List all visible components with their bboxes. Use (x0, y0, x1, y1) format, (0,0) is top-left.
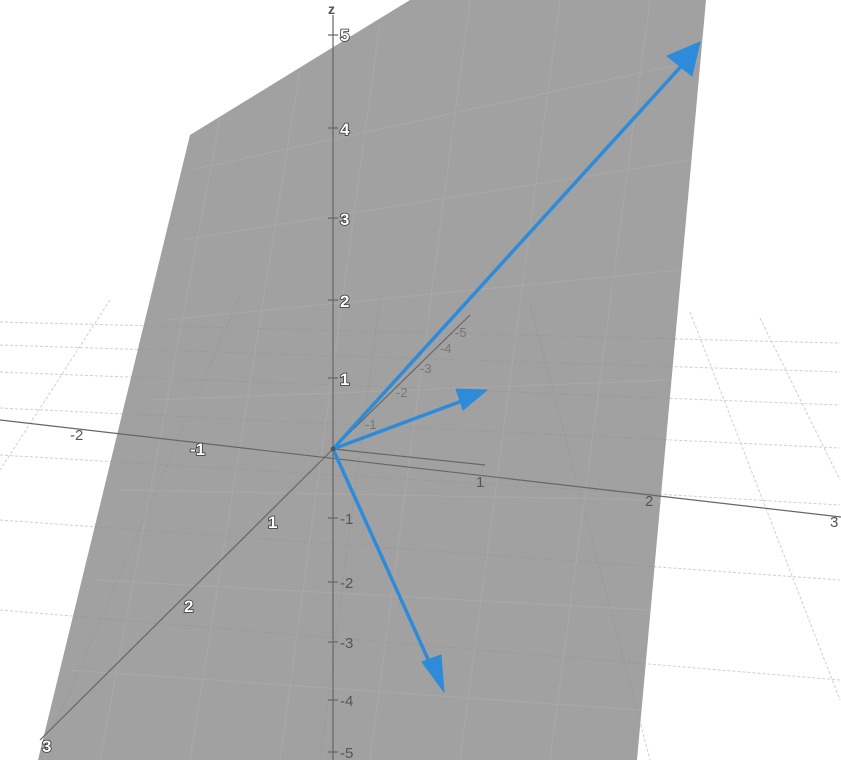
z-tick-3: 3 (340, 210, 349, 229)
z-tick-neg2: -2 (340, 575, 353, 592)
x-tick-1: 1 (268, 513, 277, 532)
z-tick-neg3: -3 (340, 635, 353, 652)
z-tick-neg5: -5 (340, 745, 353, 760)
plane-tick-neg4: -4 (440, 341, 452, 356)
x-tick-2: 2 (184, 597, 193, 616)
z-tick-neg4: -4 (340, 693, 353, 710)
vector-b-shaft (331, 396, 472, 451)
vectors (331, 60, 687, 670)
z-tick-2: 2 (340, 292, 349, 311)
x-axis-far (332, 448, 486, 466)
plane-tick-neg3: -3 (420, 361, 432, 376)
x-tick-neg1: -1 (190, 440, 205, 459)
z-tick-4: 4 (340, 120, 350, 139)
z-axis-ticks (328, 34, 338, 753)
z-axis-title: z (328, 1, 335, 17)
vector-b-arrowhead (455, 388, 488, 411)
plane-grid (69, 0, 701, 760)
z-tick-neg1: -1 (340, 511, 353, 528)
z-tick-1: 1 (340, 370, 349, 389)
plane-tick-neg5: -5 (455, 325, 467, 340)
y-tick-3: 3 (830, 514, 838, 531)
plane-surface (38, 0, 706, 760)
vector-c-arrowhead (421, 654, 445, 693)
z-tick-5: 5 (340, 26, 349, 45)
y-tick-1: 1 (476, 474, 484, 491)
vector-a-shaft (331, 60, 687, 451)
plane-tick-neg2: -2 (396, 385, 408, 400)
y-axis (0, 419, 841, 518)
vector-a-arrowhead (666, 41, 701, 77)
plane-tick-neg1: -1 (365, 417, 377, 432)
vector-heads (421, 41, 701, 693)
x-axis (39, 448, 334, 741)
y-tick-neg2: -2 (70, 427, 83, 444)
plane-axis (332, 314, 471, 450)
axes (0, 15, 841, 760)
origin-point (330, 446, 336, 452)
vector-c-shaft (331, 447, 434, 670)
x-tick-3: 3 (42, 737, 51, 756)
y-tick-2: 2 (645, 493, 653, 510)
